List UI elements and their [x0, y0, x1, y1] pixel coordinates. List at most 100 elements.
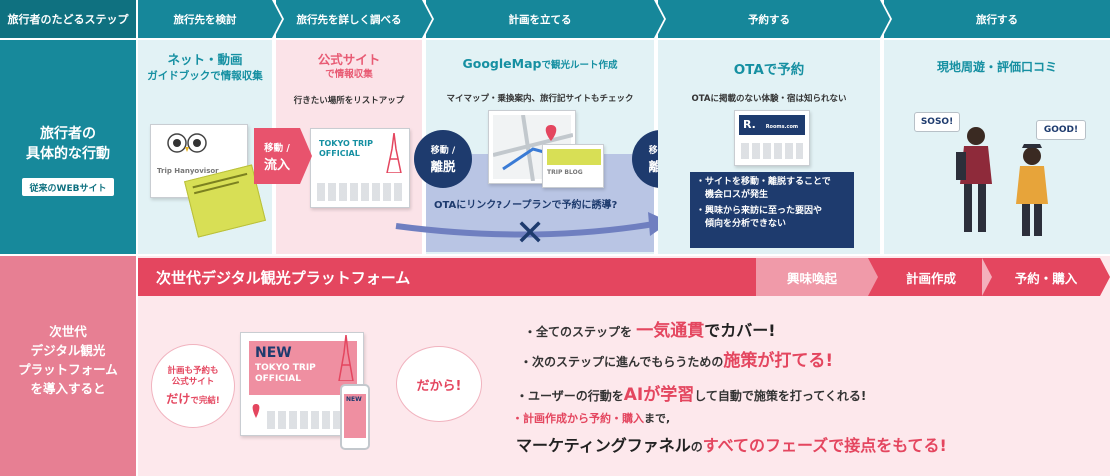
- platform-banner-title: 次世代デジタル観光プラットフォーム: [156, 268, 411, 287]
- benefit-5-dark: マーケティングファネル: [516, 436, 691, 455]
- stage-research-title-1: 公式サイト: [317, 52, 381, 67]
- benefit-2-highlight: 施策が打てる!: [723, 351, 834, 371]
- header-step-label: 旅行先を詳しく調べる: [296, 13, 402, 26]
- nextgen-row-title-3: プラットフォーム: [18, 362, 118, 377]
- stage-book-sub: OTAに掲載のない体験・宿は知られない: [691, 94, 847, 104]
- tokyo-tower-icon: [337, 334, 355, 385]
- benefit-line-2: ・次のステップに進んでもらうための施策が打てる!: [520, 346, 833, 371]
- circle-line-4: で完結!: [190, 395, 220, 406]
- stage-plan-sub: マイマップ・乗換案内、旅行記サイトもチェック: [446, 94, 634, 104]
- smartphone-illustration: NEW: [340, 384, 370, 450]
- circle-line-1: 計画も予約も: [167, 365, 219, 376]
- stage-consider: ネット・動画 ガイドブックで情報収集 Trip Hanyovisor: [138, 40, 272, 254]
- stage-book-title: OTAで予約: [733, 62, 805, 78]
- stage-consider-title-1: ネット・動画: [167, 52, 243, 67]
- phase-interest: 興味喚起: [756, 258, 868, 296]
- new-card-line-3: OFFICIAL: [255, 374, 301, 384]
- stage-plan-title-b: で観光ルート作成: [541, 60, 618, 71]
- header-step-label: 旅行先を検討: [173, 13, 237, 26]
- issue-line-1: ・サイトを移動・離脱することで: [696, 177, 831, 187]
- new-card-line-2: TOKYO TRIP: [255, 363, 316, 373]
- phase-label: 予約・購入: [1014, 270, 1078, 286]
- benefit-line-4: ・計画作成から予約・購入まで,: [512, 410, 670, 426]
- phase-planning: 計画作成: [878, 258, 984, 296]
- banner-arrow-icon: [1100, 258, 1110, 296]
- header-step-label: 計画を立てる: [508, 13, 572, 26]
- nextgen-row-title-2: デジタル観光: [30, 343, 106, 358]
- ota-site-card: R. Rooms.com: [734, 110, 810, 166]
- trip-blog-label: TRIP BLOG: [547, 169, 583, 176]
- move-exit-1-line-2: 離脱: [430, 159, 456, 174]
- official-card-line-2: OFFICIAL: [319, 149, 360, 158]
- ota-card-logo: R.: [743, 118, 756, 131]
- benefit-line-3: ・ユーザーの行動をAIが学習して自動で施策を打ってくれる!: [516, 380, 866, 405]
- issue-line-2: 機会ロスが発生: [696, 190, 769, 200]
- stage-plan-title-a: GoogleMap: [462, 56, 542, 71]
- owl-mascot-icon: [165, 131, 209, 159]
- phase-purchase: 予約・購入: [992, 258, 1100, 296]
- phase-chevron-icon: [868, 258, 878, 296]
- stage-consider-title-2: ガイドブックで情報収集: [147, 70, 263, 82]
- benefit-line-5: マーケティングファネルのすべてのフェーズで接点をもてる!: [516, 432, 947, 456]
- step-header: 旅行者のたどるステップ 旅行先を検討 旅行先を詳しく調べる 計画を立てる 予約す…: [0, 0, 1110, 38]
- header-step-book: 予約する: [658, 0, 892, 38]
- move-exit-circle-1: 移動 / 離脱: [414, 130, 472, 188]
- platform-banner: 次世代デジタル観光プラットフォーム: [138, 258, 1100, 296]
- stage-research-title-2: で情報収集: [325, 69, 373, 80]
- benefit-2-pre: ・次のステップに進んでもらうための: [520, 355, 724, 369]
- phase-label: 計画作成: [905, 270, 956, 286]
- therefore-bubble: だから!: [396, 346, 482, 422]
- issue-line-3: ・興味から来訪に至った要因や: [696, 206, 823, 216]
- nextgen-row-title-1: 次世代: [49, 324, 87, 339]
- benefit-5-mid: の: [690, 440, 703, 454]
- header-step-travel: 旅行する: [884, 0, 1110, 38]
- speech-bubble-good: GOOD!: [1036, 120, 1086, 140]
- nextgen-row-header: 次世代 デジタル観光 プラットフォーム を導入すると: [0, 256, 136, 476]
- header-row-label: 旅行者のたどるステップ: [0, 0, 136, 38]
- move-inflow-arrow-icon: [300, 128, 312, 184]
- phase-chevron-icon: [982, 258, 992, 296]
- stage-travel-title: 現地周遊・評価口コミ: [936, 60, 1057, 74]
- move-inflow-line-1: 移動 /: [264, 142, 290, 154]
- benefit-4-highlight: ・計画作成から予約・購入: [512, 412, 644, 425]
- ota-redirect-text: OTAにリンク?ノープランで予約に誘導?: [434, 200, 618, 211]
- map-pin-icon: [251, 403, 261, 422]
- header-step-research: 旅行先を詳しく調べる: [276, 0, 434, 38]
- benefit-3-highlight: AIが学習: [623, 385, 695, 405]
- phone-screen-text: NEW: [346, 396, 362, 403]
- benefit-3-pre: ・ユーザーの行動を: [516, 389, 624, 403]
- header-step-plan: 計画を立てる: [426, 0, 666, 38]
- nextgen-row-title-4: を導入すると: [30, 381, 106, 396]
- cross-mark-icon: ✕: [515, 213, 546, 254]
- move-exit-1-line-1: 移動 /: [430, 146, 456, 156]
- issue-line-4: 傾向を分析できない: [696, 219, 787, 229]
- circle-line-2: 公式サイト: [171, 376, 215, 387]
- stage-travel: 現地周遊・評価口コミ SOSO! GOOD!: [884, 40, 1110, 254]
- traveler-row-header: 旅行者の 具体的な行動 従来のWEBサイト: [0, 40, 136, 254]
- header-step-label: 予約する: [748, 13, 790, 26]
- benefit-line-1: ・全てのステップを 一気通貫でカバー!: [524, 316, 776, 341]
- new-card-line-1: NEW: [255, 345, 292, 361]
- benefit-3-post: して自動で施策を打ってくれる!: [694, 389, 867, 403]
- tokyo-tower-icon: [385, 132, 403, 177]
- trip-blog-card: TRIP BLOG: [542, 144, 604, 188]
- ota-card-small: Rooms.com: [765, 124, 799, 130]
- move-inflow-line-2: 流入: [263, 157, 290, 173]
- benefit-4-post: まで,: [644, 412, 671, 425]
- traditional-web-badge: 従来のWEBサイト: [22, 178, 114, 196]
- speech-bubble-soso: SOSO!: [914, 112, 960, 132]
- traveler-row-title-1: 旅行者の: [40, 126, 96, 142]
- issues-note-box: ・サイトを移動・離脱することで 機会ロスが発生 ・興味から来訪に至った要因や 傾…: [690, 172, 854, 248]
- phase-label: 興味喚起: [786, 270, 837, 286]
- move-inflow-box: 移動 / 流入: [254, 128, 300, 184]
- benefit-1-pre: ・全てのステップを: [524, 325, 633, 339]
- guidebook-label: Trip Hanyovisor: [157, 167, 219, 175]
- header-step-label: 旅行する: [976, 13, 1018, 26]
- travelers-illustration-icon: [956, 127, 1048, 236]
- benefit-1-highlight: 一気通貫: [636, 321, 705, 341]
- stage-research-sub: 行きたい場所をリストアップ: [293, 96, 405, 106]
- benefit-1-post: でカバー!: [704, 321, 776, 340]
- benefit-5-highlight: すべてのフェーズで接点をもてる!: [702, 436, 947, 455]
- circle-line-3: だけ: [166, 391, 191, 406]
- header-step-consider: 旅行先を検討: [138, 0, 284, 38]
